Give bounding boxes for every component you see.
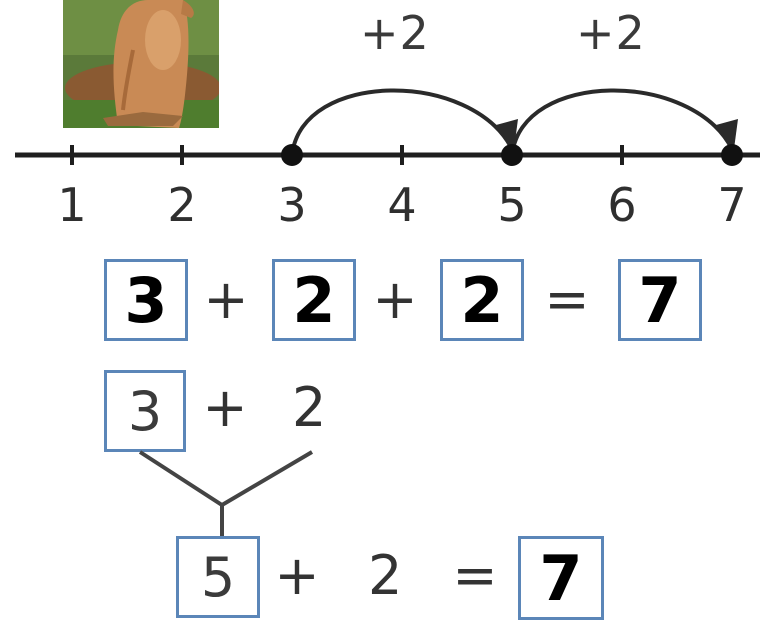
jump-arrowhead-2 [716,119,738,149]
equation-operator-2: + [372,268,418,331]
decomposition-bottom-operator: + [274,544,320,607]
tick-label-5: 5 [497,178,527,232]
equation-equals: = [544,268,590,331]
equation-result-box: 7 [618,259,702,341]
decomposition-equals: = [452,544,498,607]
number-line-point-3 [281,144,303,166]
tick-label-4: 4 [387,178,417,232]
jump-arrowhead-1 [496,119,518,149]
equation-term-2-box: 2 [272,259,356,341]
equation-term-1-box: 3 [104,259,188,341]
tick-label-6: 6 [607,178,637,232]
jump-arc-2 [510,88,734,156]
decomposition-result-box: 7 [518,536,604,620]
decomposition-bottom-addend: 2 [368,544,403,607]
decomposition-top-operator: + [202,376,248,439]
jump-label-1: +2 [360,6,430,60]
jump-arc-1 [290,88,514,156]
decomposition-combined-box: 5 [176,536,260,618]
jump-label-2: +2 [576,6,646,60]
decomposition-top-addend: 2 [292,376,327,439]
decomposition-top-term-box: 3 [104,370,186,452]
tick-label-7: 7 [717,178,747,232]
tick-label-1: 1 [57,178,87,232]
number-line-point-5 [501,144,523,166]
number-line-point-7 [721,144,743,166]
prairie-dog-photo [63,0,219,128]
number-line [15,88,760,166]
equation-operator-1: + [203,268,249,331]
tick-label-3: 3 [277,178,307,232]
tick-label-2: 2 [167,178,197,232]
equation-term-3-box: 2 [440,259,524,341]
